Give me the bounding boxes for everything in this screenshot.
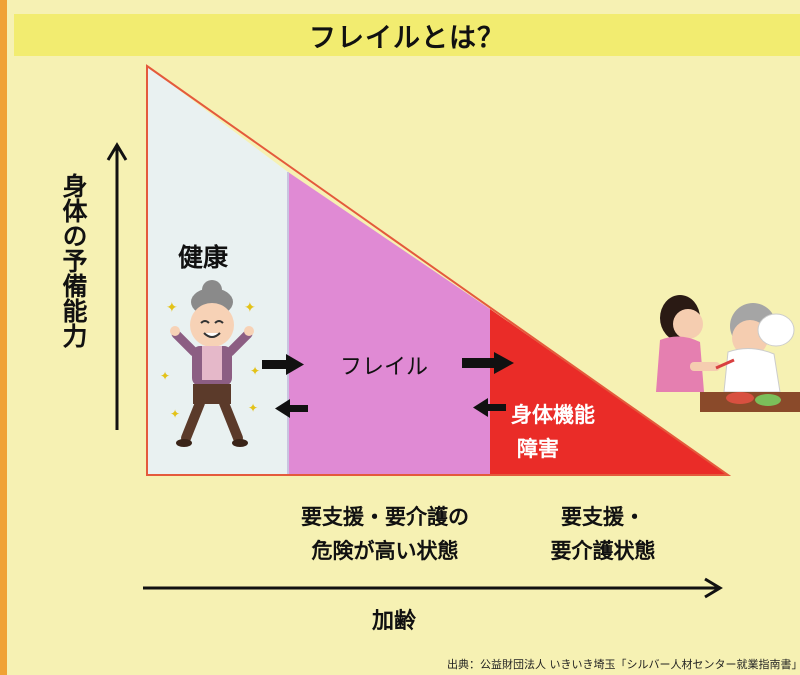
page-title: フレイルとは？	[309, 22, 505, 54]
care-band-caption: 要支援・ 要介護状態	[528, 500, 678, 568]
frailty-zone	[288, 172, 490, 475]
arrow-to-frailty-back-icon	[473, 398, 506, 417]
arrow-to-healthy-icon	[275, 399, 308, 418]
arrow-to-disability-icon	[462, 352, 514, 374]
healthy-label: 健康	[178, 243, 229, 272]
svg-text:✦: ✦	[248, 401, 258, 415]
arrow-to-frailty-icon	[262, 354, 304, 375]
accent-strip	[0, 0, 7, 675]
healthy-zone	[147, 66, 288, 475]
title-bar: フレイルとは？	[14, 14, 800, 56]
disability-label-line2: 障害	[517, 437, 559, 461]
svg-text:✦: ✦	[244, 300, 256, 316]
frail-band-caption: 要支援・要介護の 危険が高い状態	[275, 500, 495, 568]
frail-band-line1: 要支援・要介護の	[301, 505, 469, 529]
y-axis-label: 身体の予備能力	[59, 173, 88, 348]
svg-text:✦: ✦	[250, 364, 260, 378]
x-axis-arrowhead	[704, 577, 723, 599]
source-citation: 出典：公益財団法人 いきいき埼玉「シルバー人材センター就業指南書」	[447, 658, 800, 671]
x-axis-label: 加齢	[372, 609, 417, 634]
svg-text:✦: ✦	[170, 407, 180, 421]
svg-text:✦: ✦	[160, 369, 170, 383]
y-axis-arrowhead	[106, 142, 128, 161]
caregiver-feeding-elderly-icon	[656, 295, 800, 412]
triangle-outline	[146, 64, 732, 476]
care-band-line2: 要介護状態	[550, 539, 656, 563]
frailty-label: フレイル	[340, 355, 429, 380]
healthy-elderly-woman-icon: ✦ ✦ ✦ ✦ ✦ ✦	[160, 280, 260, 447]
disability-label-line1: 身体機能	[511, 403, 595, 427]
svg-text:✦: ✦	[166, 300, 178, 316]
care-band-line1: 要支援・	[561, 505, 645, 529]
disability-label: 身体機能 障害	[511, 398, 631, 466]
frail-band-line2: 危険が高い状態	[311, 539, 459, 563]
